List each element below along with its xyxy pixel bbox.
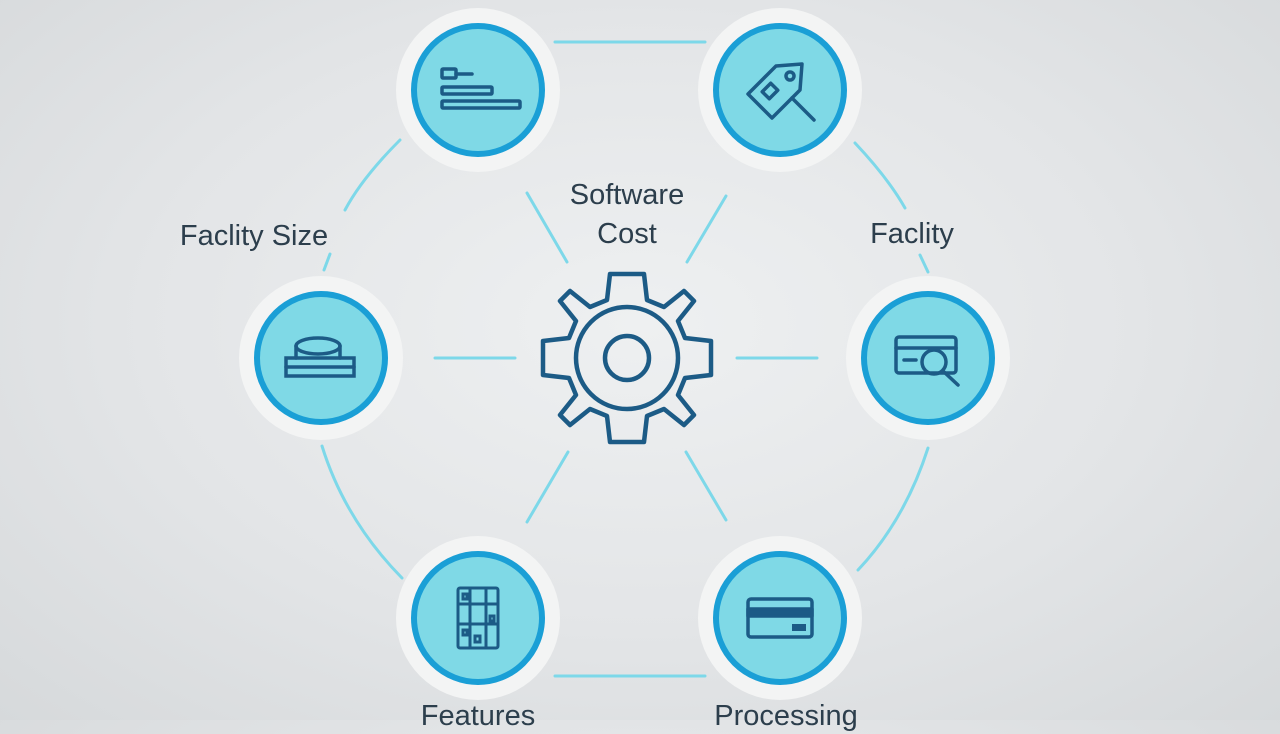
spoke-upper-left xyxy=(525,191,569,264)
node-bottom-right xyxy=(698,536,862,700)
price-tag-icon xyxy=(746,62,816,122)
card-search-icon xyxy=(894,335,960,387)
spoke-lower-right xyxy=(684,450,728,522)
circuit-board-icon xyxy=(456,586,500,650)
label-facility-size: Faclity Size xyxy=(179,220,329,252)
node-top-right xyxy=(698,8,862,172)
label-facility: Faclity xyxy=(870,218,954,250)
connector-upper-right-tail xyxy=(918,253,930,274)
outer-connectors xyxy=(320,40,930,678)
connector-lower-right xyxy=(856,446,930,572)
spokes xyxy=(433,191,819,524)
center-label-line2: Cost xyxy=(597,218,657,250)
label-processing: Processing xyxy=(714,700,858,732)
spoke-upper-right xyxy=(685,194,728,264)
connector-upper-left xyxy=(343,138,402,212)
credit-card-icon xyxy=(746,597,814,639)
node-mid-right xyxy=(846,276,1010,440)
node-mid-left xyxy=(239,276,403,440)
database-disk-icon xyxy=(284,336,356,378)
node-top-left xyxy=(396,8,560,172)
gear-icon xyxy=(540,271,714,445)
connector-lower-left xyxy=(320,444,404,580)
center-label-line1: Software xyxy=(569,179,685,211)
spoke-lower-left xyxy=(525,450,570,524)
connector-upper-left-tail xyxy=(322,252,332,272)
label-features: Features xyxy=(420,700,536,732)
connector-upper-right xyxy=(853,141,907,210)
node-bottom-left xyxy=(396,536,560,700)
gantt-bars-icon xyxy=(440,67,522,110)
